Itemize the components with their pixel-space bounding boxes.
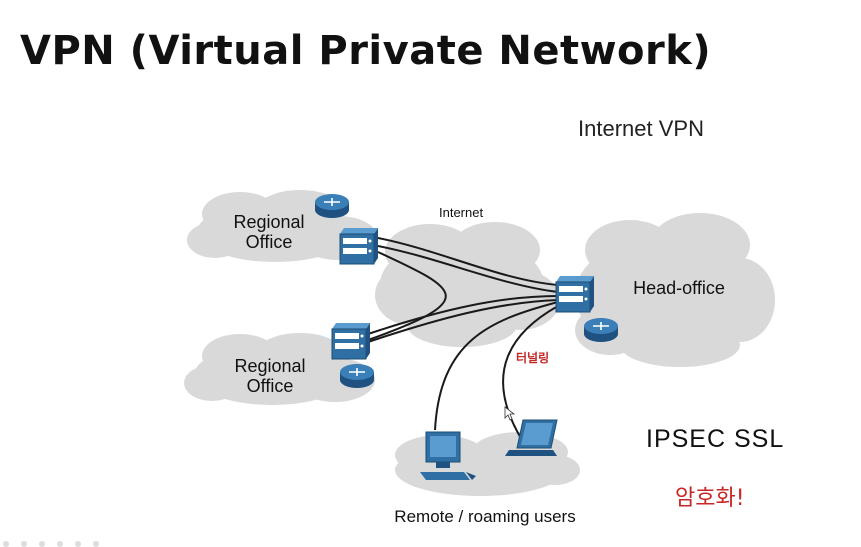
regional-office-top-label-line2: Office [246,232,293,252]
firewall-icon [339,228,378,265]
desktop-computer-icon [420,431,476,480]
internet-label: Internet [439,205,483,220]
regional-office-bottom-label-line1: Regional [234,356,305,376]
slide-subtitle: Internet VPN [578,116,704,141]
encryption-note: 암호화! [675,486,745,511]
slide-progress-dots [3,541,99,547]
firewall-icon [555,276,594,313]
head-office-label: Head-office [633,278,725,298]
protocols-label: IPSEC SSL [646,425,785,453]
router-icon [584,318,618,342]
regional-office-bottom-label-line2: Office [247,376,294,396]
mouse-cursor-icon [504,406,516,421]
regional-office-top-label-line1: Regional [233,212,304,232]
head-office-cloud [575,213,775,367]
firewall-icon [331,323,370,360]
router-icon [315,194,349,218]
slide-title: VPN (Virtual Private Network) [20,28,712,74]
internet-cloud [375,222,560,347]
router-icon [340,364,374,388]
tunnel-label: 터널링 [516,350,549,365]
remote-users-label: Remote / roaming users [394,507,575,526]
laptop-icon [505,419,558,456]
